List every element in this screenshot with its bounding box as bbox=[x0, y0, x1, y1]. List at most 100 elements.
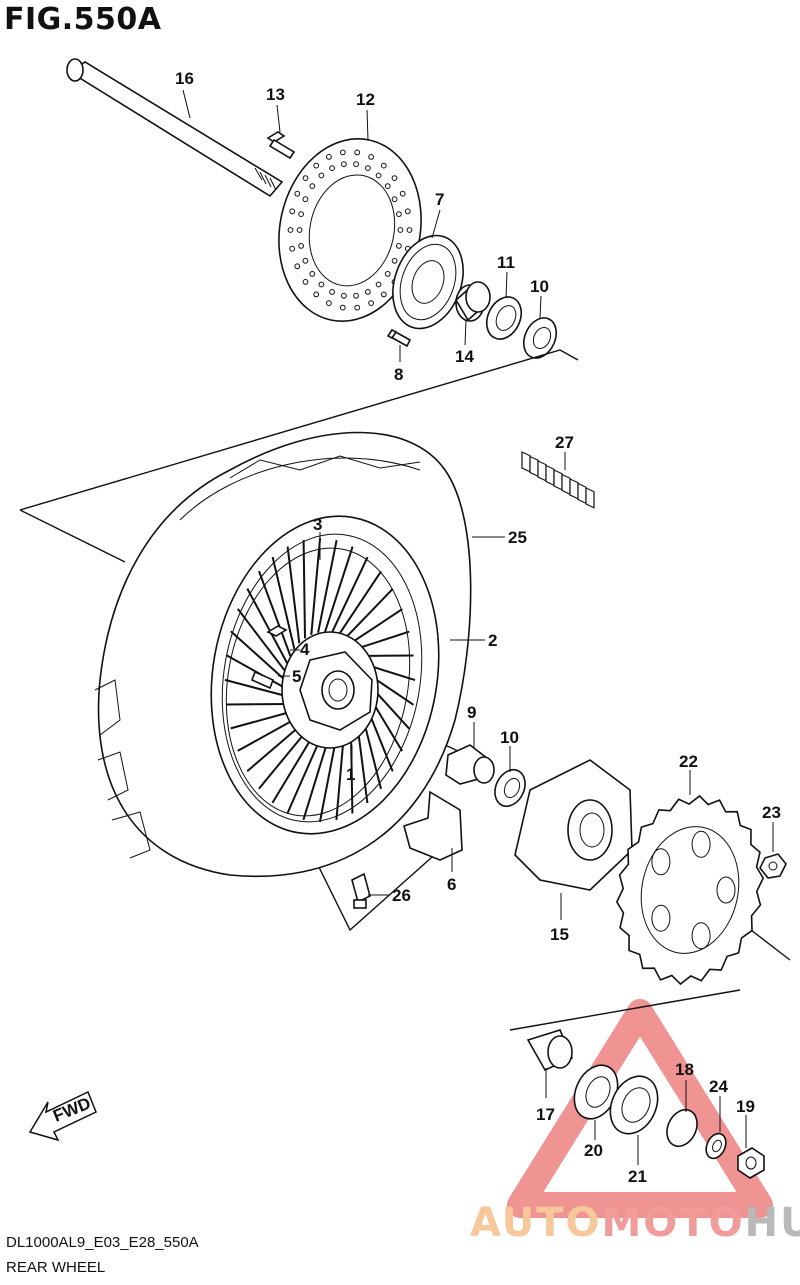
callout-label: 10 bbox=[530, 277, 549, 296]
sprocket-hole bbox=[691, 922, 711, 950]
callout-label: 22 bbox=[679, 752, 698, 771]
disc-hole bbox=[365, 289, 371, 295]
spoke bbox=[224, 678, 288, 698]
disc-hole bbox=[399, 190, 406, 197]
callout-label: 5 bbox=[292, 667, 301, 686]
spoke bbox=[230, 630, 286, 681]
weight-segment bbox=[585, 487, 595, 509]
bearing-upper bbox=[522, 317, 558, 359]
sprocket-hole bbox=[716, 876, 736, 904]
callout-label: 24 bbox=[709, 1077, 728, 1096]
spoke bbox=[286, 546, 301, 644]
disc-hole bbox=[339, 149, 346, 156]
watermark-part-1: AUTO bbox=[470, 1200, 602, 1246]
disc-hole bbox=[289, 208, 296, 215]
disc-hole bbox=[296, 227, 303, 233]
callout-label: 18 bbox=[675, 1060, 694, 1079]
spoke bbox=[350, 608, 403, 645]
callout-label: 17 bbox=[536, 1105, 555, 1124]
callout-label: 15 bbox=[550, 925, 569, 944]
valve-stem bbox=[250, 625, 288, 690]
disc-hole bbox=[396, 243, 402, 249]
spoke bbox=[330, 556, 369, 634]
spoke bbox=[258, 570, 292, 657]
disc-hole bbox=[404, 208, 411, 215]
axle-washer bbox=[705, 1132, 727, 1160]
wheel-hub bbox=[281, 631, 379, 749]
spoke bbox=[226, 703, 291, 706]
disc-hole bbox=[341, 292, 347, 299]
disc-hole bbox=[368, 154, 375, 160]
callout-label: 13 bbox=[266, 85, 285, 104]
disc-hole bbox=[302, 257, 309, 264]
weight-segment bbox=[521, 451, 531, 473]
balancer-weights bbox=[521, 451, 595, 509]
spacer-seal bbox=[609, 1075, 659, 1135]
callout-label: 3 bbox=[313, 515, 322, 534]
callout-label: 8 bbox=[394, 365, 403, 384]
disc-hole bbox=[309, 271, 316, 277]
disc-hole bbox=[375, 281, 382, 288]
oil-seal bbox=[485, 296, 523, 340]
disc-bolt bbox=[266, 131, 296, 160]
disc-hole bbox=[302, 175, 309, 182]
callout-label: 20 bbox=[584, 1141, 603, 1160]
spoke bbox=[344, 588, 394, 640]
figure-title: FIG.550A bbox=[4, 2, 162, 37]
leader-lines bbox=[182, 89, 774, 1165]
callout-label: 26 bbox=[392, 886, 411, 905]
disc-hole bbox=[380, 291, 387, 298]
callout-label: 16 bbox=[175, 69, 194, 88]
callout-label: 14 bbox=[455, 347, 474, 366]
disc-hole bbox=[406, 227, 413, 233]
callout-label: 11 bbox=[497, 253, 515, 272]
disc-hole bbox=[287, 227, 294, 233]
bearing-lower bbox=[494, 768, 526, 808]
watermark-part-2: MOTO bbox=[601, 1200, 745, 1246]
disc-hole bbox=[302, 196, 309, 203]
weight-segment bbox=[561, 473, 571, 496]
sprocket-hole bbox=[691, 830, 711, 858]
callout-label: 10 bbox=[500, 728, 519, 747]
callout-labels: 16 13 12 7 11 10 14 8 27 3 25 2 4 5 1 9 … bbox=[175, 69, 781, 1186]
weight-segment bbox=[537, 460, 547, 482]
disc-hole bbox=[289, 245, 296, 252]
spoke bbox=[237, 715, 300, 752]
forward-direction-arrow: FWD bbox=[28, 1090, 97, 1142]
disc-hole bbox=[298, 211, 305, 218]
disc-hole bbox=[318, 172, 325, 179]
damper bbox=[403, 790, 463, 861]
weight-segment bbox=[545, 464, 555, 487]
spoke bbox=[271, 556, 296, 650]
disc-hole bbox=[354, 149, 361, 156]
disc-hole bbox=[368, 300, 375, 307]
disc-hole bbox=[341, 161, 347, 168]
disc-hole bbox=[353, 292, 360, 299]
callout-label: 4 bbox=[300, 640, 310, 659]
air-valve bbox=[351, 872, 371, 909]
rear-sprocket bbox=[615, 794, 765, 986]
sprocket-hole bbox=[651, 848, 671, 876]
weight-segment bbox=[529, 455, 539, 478]
disc-hole bbox=[302, 279, 309, 285]
callout-label: 7 bbox=[435, 190, 444, 209]
disc-hole bbox=[391, 257, 398, 264]
disc-hole bbox=[294, 190, 301, 197]
weight-segment bbox=[553, 469, 563, 491]
disc-hole bbox=[326, 154, 332, 160]
collar bbox=[454, 281, 491, 322]
spacer bbox=[445, 744, 495, 785]
disc-hole bbox=[384, 271, 391, 277]
callout-label: 1 bbox=[346, 765, 355, 784]
disc-hole bbox=[329, 289, 336, 295]
weight-segment bbox=[577, 482, 587, 505]
disc-hole bbox=[391, 196, 398, 203]
sprocket-hole bbox=[651, 904, 671, 932]
sensor-bolt bbox=[386, 328, 412, 348]
spoke bbox=[324, 546, 354, 633]
axle-nut bbox=[737, 1147, 765, 1179]
disc-hole bbox=[396, 211, 402, 218]
disc-hole bbox=[397, 227, 404, 233]
